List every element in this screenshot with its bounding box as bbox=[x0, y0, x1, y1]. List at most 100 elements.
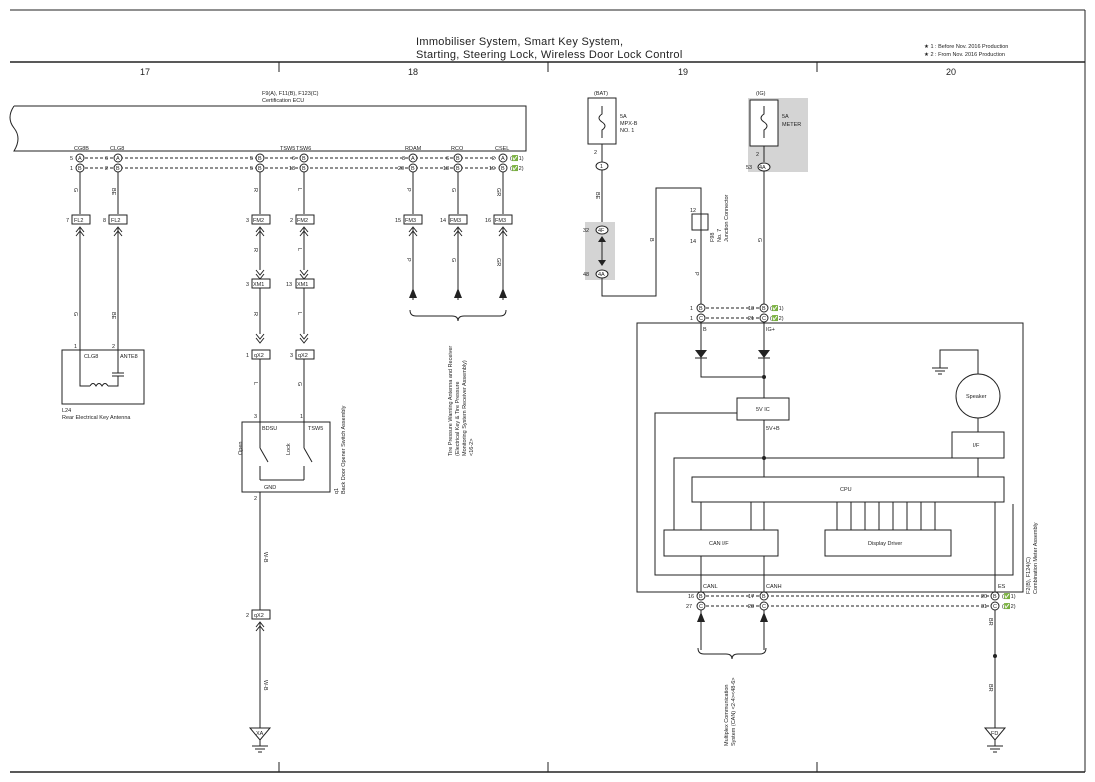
svg-text:BE: BE bbox=[594, 192, 600, 200]
antenna-name: Rear Electrical Key Antenna bbox=[62, 415, 131, 421]
svg-text:B: B bbox=[762, 594, 766, 600]
junction-name: Junction Connector bbox=[724, 194, 730, 242]
door-switch-code: q1 bbox=[334, 488, 340, 494]
svg-text:6: 6 bbox=[446, 156, 449, 162]
meter-can-if: CAN I/F bbox=[709, 541, 729, 547]
svg-text:20: 20 bbox=[398, 166, 404, 172]
meter-display-driver: Display Driver bbox=[868, 541, 902, 547]
svg-text:B: B bbox=[699, 594, 703, 600]
svg-text:2: 2 bbox=[254, 496, 257, 502]
svg-text:CANL: CANL bbox=[703, 584, 718, 590]
svg-text:ANTE8: ANTE8 bbox=[120, 354, 138, 360]
svg-text:C: C bbox=[762, 604, 766, 610]
svg-text:C: C bbox=[993, 604, 997, 610]
connector-fm2-a: FM2 bbox=[253, 218, 264, 224]
connector-xm1-a: XM1 bbox=[253, 282, 264, 288]
svg-text:B: B bbox=[993, 594, 997, 600]
meter-code: F2(B), F124(C) bbox=[1026, 557, 1032, 594]
svg-text:12: 12 bbox=[690, 208, 696, 214]
multiplex-label-1: Multiplex Communication bbox=[724, 685, 730, 746]
svg-text:1: 1 bbox=[74, 344, 77, 350]
bat-fuse: (BAT) 5A MPX-B NO. 1 2 1 BE bbox=[587, 91, 638, 224]
svg-text:5: 5 bbox=[70, 156, 73, 162]
svg-text:B: B bbox=[456, 166, 460, 172]
svg-text:2: 2 bbox=[290, 218, 293, 224]
svg-text:5: 5 bbox=[250, 156, 253, 162]
svg-text:G: G bbox=[756, 238, 762, 242]
svg-text:B: B bbox=[302, 166, 306, 172]
production-note-2: ★ 2 : From Nov. 2016 Production bbox=[924, 52, 1005, 58]
svg-text:1: 1 bbox=[600, 164, 603, 170]
door-switch-name: Back Door Opener Switch Assembly bbox=[341, 405, 347, 494]
svg-text:NO. 1: NO. 1 bbox=[620, 128, 634, 134]
svg-text:(✅2): (✅2) bbox=[1002, 603, 1016, 610]
section-18: 18 bbox=[408, 67, 418, 77]
connector-fl2-b: FL2 bbox=[111, 218, 120, 224]
ground-fd: FD bbox=[991, 731, 998, 737]
svg-text:3: 3 bbox=[290, 353, 293, 359]
meter-cpu: CPU bbox=[840, 487, 852, 493]
svg-text:G: G bbox=[450, 188, 456, 192]
svg-text:(BAT): (BAT) bbox=[594, 91, 608, 97]
svg-text:BE: BE bbox=[110, 312, 116, 320]
ecu-terminal-csel: CSEL bbox=[495, 146, 509, 152]
svg-text:1: 1 bbox=[690, 306, 693, 312]
section-grid: 17 18 19 20 bbox=[140, 62, 956, 772]
tpms-label-4: <16-2> bbox=[469, 439, 475, 456]
ecu-code: F9(A), F11(B), F123(C) bbox=[262, 91, 319, 97]
svg-text:3: 3 bbox=[246, 282, 249, 288]
junction-connector: 32 4F 48 4A B 12 14 P F98 No. 7 Junction… bbox=[583, 187, 730, 304]
svg-text:28: 28 bbox=[748, 604, 754, 610]
tpms-circuit: P G GR 15 FM3 14 FM3 16 FM3 P G GR Tire … bbox=[395, 172, 513, 456]
svg-text:L: L bbox=[252, 382, 258, 385]
svg-text:5V+B: 5V+B bbox=[766, 426, 780, 432]
svg-text:B: B bbox=[456, 156, 460, 162]
svg-text:5A: 5A bbox=[782, 114, 789, 120]
svg-text:GR: GR bbox=[495, 188, 501, 196]
meter-if: I/F bbox=[973, 443, 980, 449]
svg-text:(✅1): (✅1) bbox=[510, 155, 524, 162]
svg-text:8: 8 bbox=[103, 218, 106, 224]
fuse-mpx-b: MPX-B bbox=[620, 121, 638, 127]
svg-text:CLG8: CLG8 bbox=[84, 354, 98, 360]
svg-text:B: B bbox=[258, 156, 262, 162]
svg-text:BR: BR bbox=[987, 684, 993, 692]
ig-fuse: (IG) 5A METER 2 53 4A G bbox=[746, 91, 808, 304]
svg-text:GND: GND bbox=[264, 485, 276, 491]
svg-text:48: 48 bbox=[583, 272, 589, 278]
meter-name: Combination Meter Assembly bbox=[1033, 522, 1039, 594]
ecu-pin-row-2: 1 B 2 B 5 B 13 B 20 B 18 B 19 B (✅2) bbox=[70, 163, 524, 173]
door-switch-circuit: R L 3 FM2 2 FM2 R L 3 XM1 13 XM1 R L 1 q… bbox=[238, 172, 347, 753]
svg-text:(✅1): (✅1) bbox=[770, 305, 784, 312]
svg-text:1: 1 bbox=[246, 353, 249, 359]
ecu-pin-row-1: 5 A 6 A 5 B 6 B 3 A 6 B 2 A (✅1) bbox=[70, 153, 524, 163]
svg-text:3: 3 bbox=[402, 156, 405, 162]
svg-text:G: G bbox=[72, 188, 78, 192]
svg-text:TSW5: TSW5 bbox=[308, 426, 323, 432]
svg-text:2: 2 bbox=[594, 150, 597, 156]
ecu-terminal-rco: RCO bbox=[451, 146, 464, 152]
svg-text:32: 32 bbox=[583, 228, 589, 234]
svg-text:(IG): (IG) bbox=[756, 91, 766, 97]
svg-text:4A: 4A bbox=[598, 272, 605, 278]
ecu-terminal-tsw6: TSW6 bbox=[296, 146, 311, 152]
svg-text:B: B bbox=[78, 166, 82, 172]
svg-text:W-B: W-B bbox=[262, 552, 268, 563]
svg-text:2: 2 bbox=[246, 613, 249, 619]
meter-speaker: Speaker bbox=[966, 394, 987, 400]
svg-text:B: B bbox=[648, 238, 654, 242]
svg-text:31: 31 bbox=[981, 604, 987, 610]
svg-text:P: P bbox=[693, 272, 699, 276]
svg-text:(✅1): (✅1) bbox=[1002, 593, 1016, 600]
svg-text:R: R bbox=[252, 248, 258, 252]
svg-text:(✅2): (✅2) bbox=[510, 165, 524, 172]
svg-text:L: L bbox=[296, 312, 302, 315]
svg-text:W-B: W-B bbox=[262, 680, 268, 691]
svg-text:13: 13 bbox=[289, 166, 295, 172]
svg-text:B: B bbox=[501, 166, 505, 172]
connector-fm3-a: FM3 bbox=[405, 218, 416, 224]
svg-text:13: 13 bbox=[286, 282, 292, 288]
svg-text:16: 16 bbox=[688, 594, 694, 600]
ecu-name: Certification ECU bbox=[262, 98, 304, 104]
svg-text:Lock: Lock bbox=[286, 443, 292, 455]
